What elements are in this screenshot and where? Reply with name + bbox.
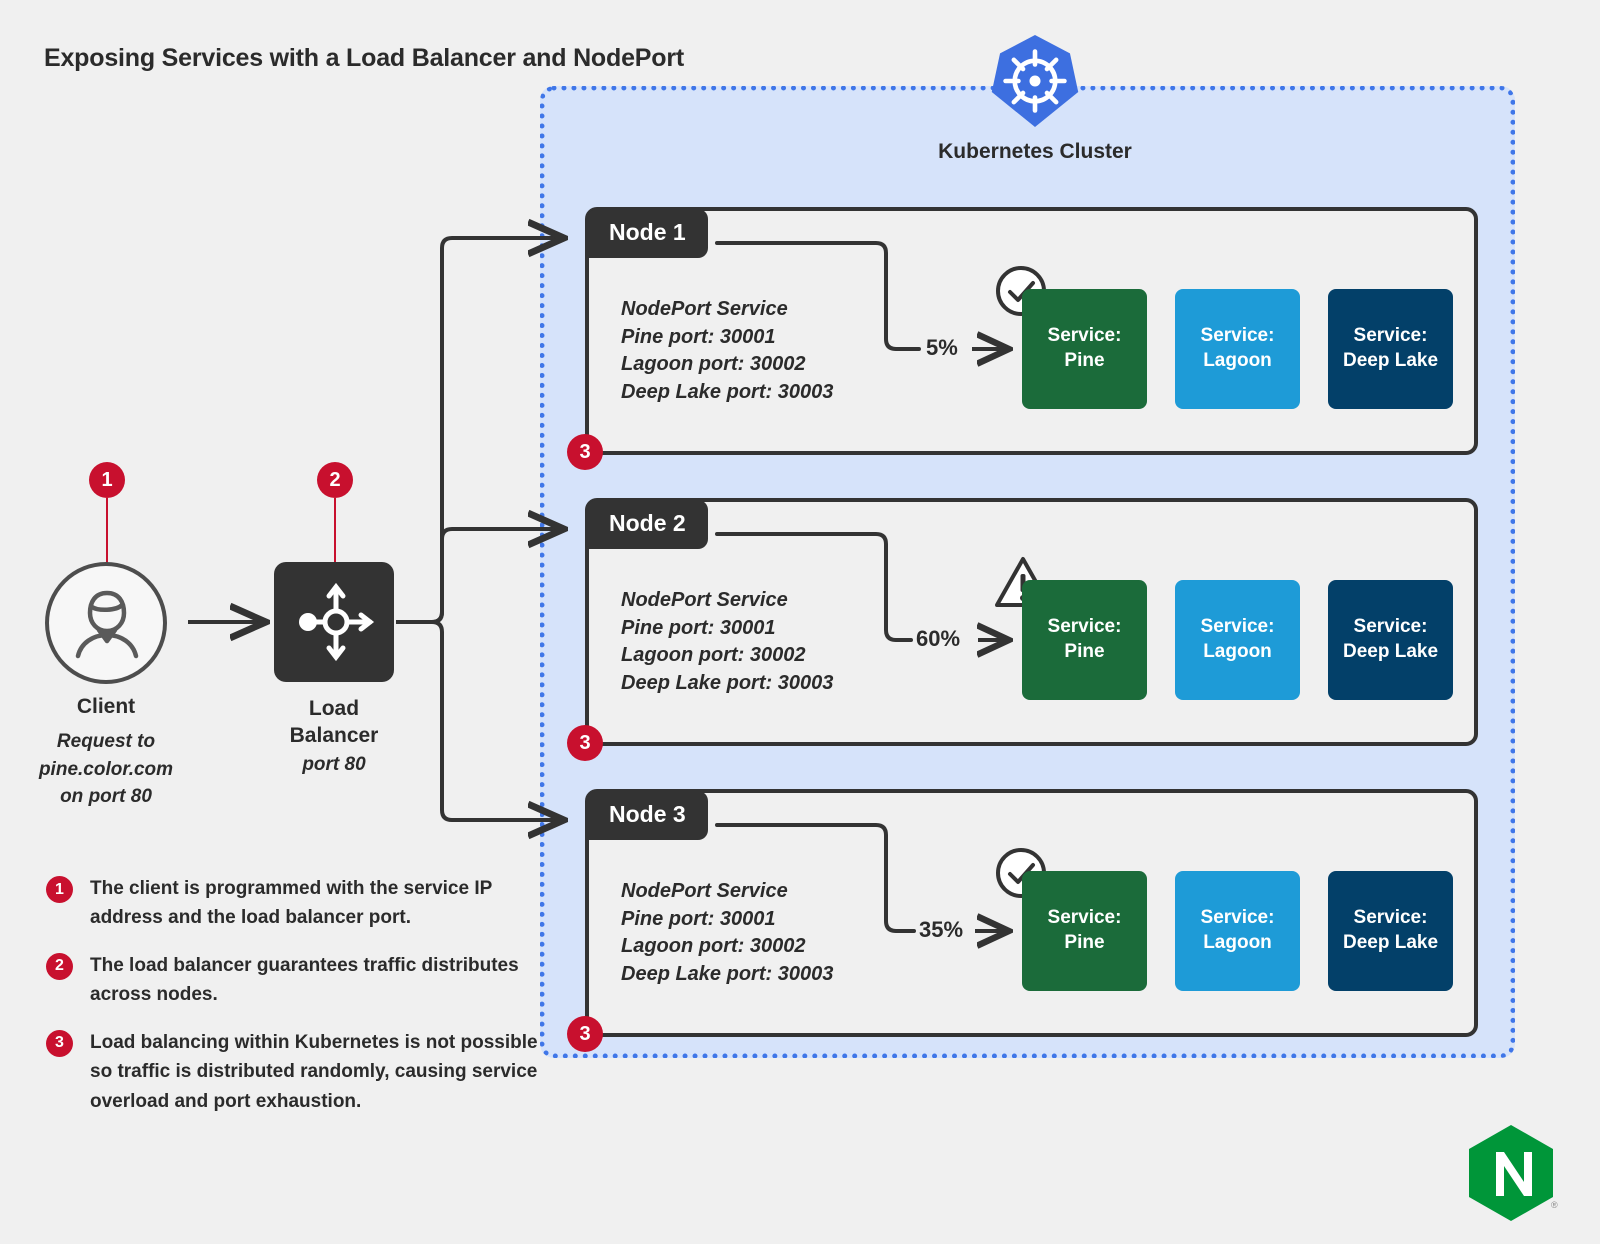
legend-number: 1 (46, 876, 73, 903)
badge-leader-line (334, 498, 336, 570)
nginx-logo-icon: ® (1469, 1125, 1558, 1221)
node-name-tag: Node 1 (587, 209, 708, 258)
load-balancer-distribute-icon (299, 582, 375, 662)
client-label: Client (76, 695, 136, 718)
traffic-percent: 60% (916, 626, 961, 651)
legend-number: 2 (46, 952, 73, 980)
load-balancer-port: port 80 (302, 754, 366, 775)
traffic-percent: 5% (926, 335, 958, 360)
badge-leader-line (106, 498, 108, 570)
client-request-caption: Request to pine.color.com on port 80 (38, 731, 174, 808)
page-title: Exposing Services with a Load Balancer a… (44, 44, 684, 72)
node-internal-connector (715, 532, 1482, 750)
service-box-deep-lake: Service: Deep Lake (1328, 289, 1453, 409)
step-badge-client: 1 (89, 462, 125, 498)
service-box-lagoon: Service: Lagoon (1175, 871, 1300, 991)
legend: 1 The client is programmed with the serv… (46, 874, 546, 1134)
nodeport-service-info: NodePort Service Pine port: 30001 Lagoon… (621, 880, 834, 985)
node-name-tag: Node 3 (587, 791, 708, 840)
legend-text: The client is programmed with the servic… (90, 878, 492, 929)
service-box-lagoon: Service: Lagoon (1175, 580, 1300, 700)
nodeport-service-info: NodePort Service Pine port: 30001 Lagoon… (621, 298, 834, 403)
service-box-pine: Service: Pine (1022, 289, 1147, 409)
service-box-deep-lake: Service: Deep Lake (1328, 871, 1453, 991)
legend-text: Load balancing within Kubernetes is not … (90, 1031, 538, 1112)
traffic-percent: 35% (919, 917, 964, 942)
legend-number: 3 (46, 1029, 73, 1057)
step-badge-node-2: 3 (567, 725, 603, 761)
registered-mark: ® (1551, 1200, 1558, 1210)
node-card-1: Node 1 NodePort Service Pine port: 30001… (585, 207, 1478, 455)
nodeport-service-info: NodePort Service Pine port: 30001 Lagoon… (621, 589, 834, 694)
client-node (45, 562, 167, 684)
service-box-deep-lake: Service: Deep Lake (1328, 580, 1453, 700)
cluster-title: Kubernetes Cluster (938, 140, 1132, 163)
load-balancer-label: Load Balancer (289, 697, 379, 748)
service-box-pine: Service: Pine (1022, 871, 1147, 991)
node-internal-connector (715, 241, 1482, 459)
legend-item: 2 The load balancer guarantees traffic d… (46, 951, 546, 1010)
legend-item: 1 The client is programmed with the serv… (46, 874, 546, 933)
service-box-lagoon: Service: Lagoon (1175, 289, 1300, 409)
node-internal-connector (715, 823, 1482, 1041)
node-name-tag: Node 2 (587, 500, 708, 549)
step-badge-load-balancer: 2 (317, 462, 353, 498)
legend-item: 3 Load balancing within Kubernetes is no… (46, 1028, 546, 1116)
kubernetes-helm-icon (991, 35, 1079, 127)
service-box-pine: Service: Pine (1022, 580, 1147, 700)
step-badge-node-3: 3 (567, 1016, 603, 1052)
step-badge-node-1: 3 (567, 434, 603, 470)
legend-text: The load balancer guarantees traffic dis… (90, 954, 519, 1006)
user-avatar-icon (75, 590, 139, 659)
node-card-2: Node 2 NodePort Service Pine port: 30001… (585, 498, 1478, 746)
node-card-3: Node 3 NodePort Service Pine port: 30001… (585, 789, 1478, 1037)
